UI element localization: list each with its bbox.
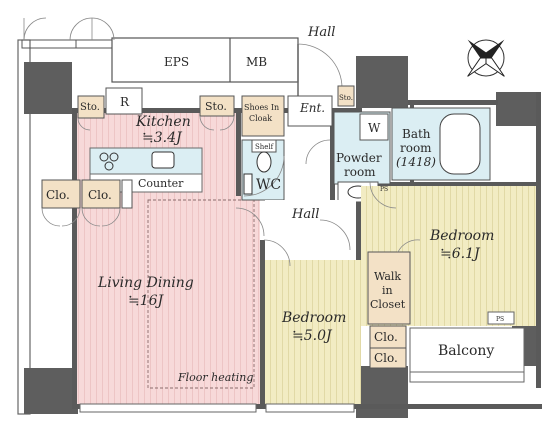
label-clo-4: Clo. [374, 351, 398, 365]
label-ps-2: PS [496, 316, 504, 323]
closet-left-2 [81, 179, 121, 209]
living-dining-upper [77, 196, 236, 206]
label-shoes-2: Cloak [249, 114, 272, 123]
closet-doors-icon [41, 207, 121, 227]
top-strip [21, 17, 343, 110]
floor-heating-zone [147, 199, 255, 389]
bathtub-icon [439, 113, 481, 175]
label-bath-2: room [400, 141, 432, 155]
walk-in-closet [367, 251, 411, 325]
toilet-icon [256, 151, 272, 173]
label-powder-1: Powder [336, 151, 382, 165]
label-bedroom-2: Bedroom [281, 310, 346, 326]
label-living: Living Dining [97, 275, 194, 291]
sink-icon [151, 151, 175, 169]
entrance [287, 95, 333, 127]
label-mb: MB [246, 55, 267, 69]
kitchen-counter [89, 147, 203, 175]
closet-bed2-2 [369, 347, 407, 369]
label-sto-1: Sto. [80, 102, 100, 113]
stove-icon [99, 152, 119, 171]
closet-left-1 [41, 179, 81, 209]
label-kitchen: Kitchen [135, 114, 191, 130]
label-wc: WC [256, 177, 281, 193]
label-kitchen-size: ≒3.4J [142, 130, 183, 146]
label-walk-2: in [382, 284, 393, 297]
label-clo-2: Clo. [88, 188, 112, 202]
label-hall-top: Hall [307, 25, 335, 40]
bedroom-2 [265, 260, 361, 404]
door-arc-icon [77, 115, 235, 131]
label-clo-1: Clo. [46, 188, 70, 202]
label-floor-heating: Floor heating [177, 371, 253, 384]
label-r: R [120, 95, 130, 109]
living-dining-area [77, 196, 260, 404]
hallway [265, 200, 356, 260]
label-walk-3: Closet [370, 298, 406, 311]
label-bedroom-1: Bedroom [429, 228, 494, 244]
label-ent: Ent. [299, 101, 325, 115]
label-bedroom-1-size: ≒6.1J [440, 246, 481, 262]
wc-door-arc [243, 155, 285, 197]
label-hall-mid: Hall [291, 207, 319, 222]
fridge-box [105, 87, 143, 115]
wc-sink [243, 173, 253, 195]
label-sto-2: Sto. [205, 100, 227, 113]
windows-bottom [79, 371, 525, 413]
washer-box [359, 113, 389, 141]
label-balcony: Balcony [438, 343, 494, 359]
label-shelf: Shelf [255, 143, 275, 151]
label-bath-3: (1418) [396, 155, 436, 169]
label-living-size: ≒16J [128, 293, 165, 309]
label-counter: Counter [138, 177, 184, 190]
label-clo-3: Clo. [374, 330, 398, 344]
wall-stub [121, 179, 133, 209]
label-walk-1: Walk [374, 270, 401, 283]
label-eps: EPS [164, 55, 189, 69]
label-sto-3: Sto. [339, 94, 353, 102]
compass-rose-icon [467, 39, 505, 77]
storage-kitchen-right [199, 95, 235, 117]
label-bedroom-2-size: ≒5.0J [292, 328, 333, 344]
label-powder-2: room [344, 165, 376, 179]
storage-entrance [337, 85, 355, 107]
label-w: W [368, 121, 381, 135]
balcony-ps [487, 311, 515, 325]
shoes-cloak [241, 95, 285, 137]
label-shoes-1: Shoes In [244, 103, 279, 112]
label-bath-1: Bath [402, 127, 431, 141]
label-ps-1: PS [380, 186, 388, 193]
storage-kitchen-left [77, 95, 105, 119]
walk-in-door-arc [397, 239, 421, 253]
door-arcs [235, 139, 397, 267]
